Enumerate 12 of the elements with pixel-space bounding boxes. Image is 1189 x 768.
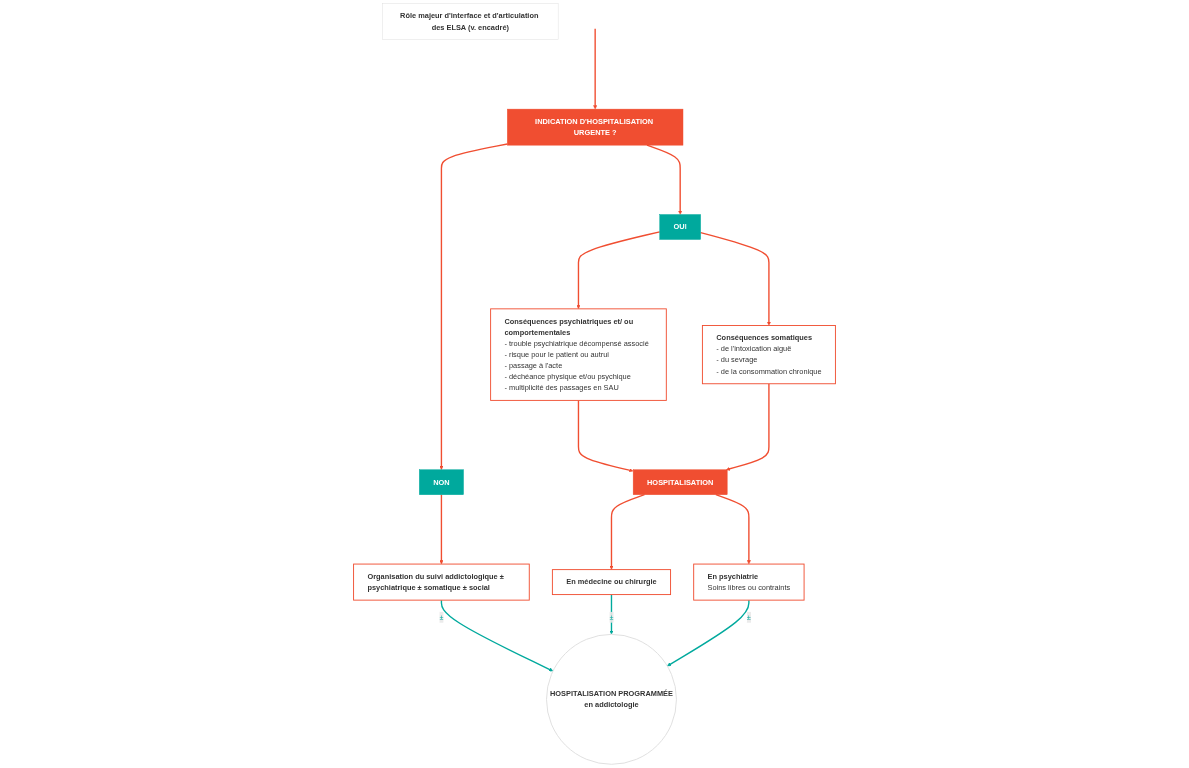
arrow: [439, 143, 508, 470]
arrow: [576, 231, 661, 310]
arrow: [726, 383, 770, 471]
arrow: [609, 494, 646, 570]
arrow: [609, 593, 614, 635]
arrow: [699, 231, 771, 326]
arrow: [577, 399, 634, 473]
arrow: [715, 494, 751, 565]
arrow: [667, 599, 750, 667]
arrow: [440, 599, 554, 672]
arrow: [439, 494, 444, 565]
arrow: [593, 27, 598, 110]
